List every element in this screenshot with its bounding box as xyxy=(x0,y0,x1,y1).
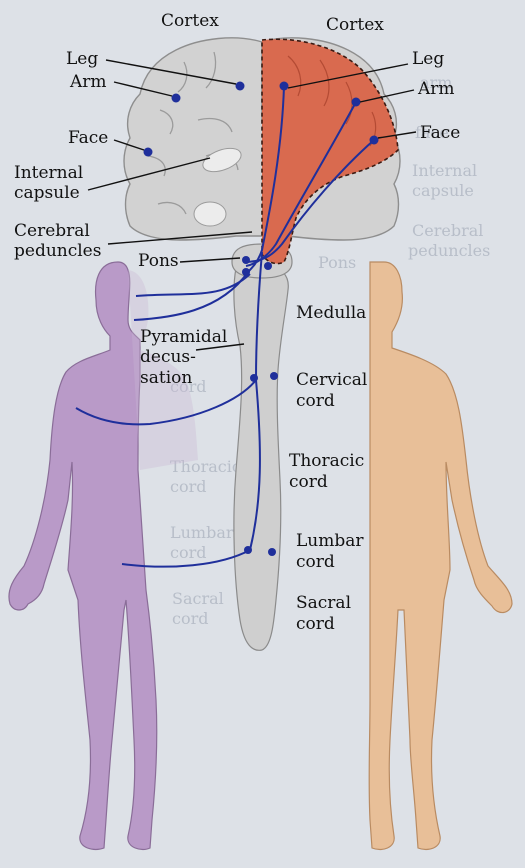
label-arm-left: Arm xyxy=(69,72,107,92)
ghost-label: Lumbar xyxy=(170,523,234,542)
ghost-label: cord xyxy=(170,477,206,496)
tract-arm-cervical xyxy=(75,379,257,426)
label-cerebral-peduncles-1: Cerebral xyxy=(14,221,90,241)
label-thoracic-cord-2: cord xyxy=(289,472,328,492)
label-cortex-left: Cortex xyxy=(161,11,219,31)
label-internal-capsule-1: Internal xyxy=(14,163,83,183)
leader-face-right xyxy=(377,131,417,139)
ghost-label: cord xyxy=(170,377,206,396)
node-cervical-left xyxy=(250,374,258,382)
node-leg-left xyxy=(235,81,245,91)
leader-cerebral-peduncles xyxy=(107,231,253,245)
ghost-label: cord xyxy=(172,609,208,628)
tract-descending-main xyxy=(255,251,263,381)
label-cerebral-peduncles-2: peduncles xyxy=(14,241,101,261)
leader-arm-left xyxy=(113,81,173,97)
basal-ganglia-left xyxy=(193,201,227,227)
label-pyramidal-decussation-1: Pyramidal xyxy=(140,327,227,347)
label-pons: Pons xyxy=(138,251,179,271)
leader-leg-right xyxy=(287,63,409,89)
label-medulla: Medulla xyxy=(296,303,366,323)
label-sacral-cord-2: cord xyxy=(296,614,335,634)
node-cervical-right xyxy=(270,372,278,380)
leader-leg-left xyxy=(105,59,237,85)
tract-nodes xyxy=(143,81,379,556)
label-face-left: Face xyxy=(68,128,108,148)
node-pons-3 xyxy=(264,262,272,270)
ghost-label: face xyxy=(415,123,449,142)
label-cortex-right: Cortex xyxy=(326,15,384,35)
ghost-label: Cerebral xyxy=(412,221,483,240)
ghost-label: arm xyxy=(420,73,452,92)
leader-pons xyxy=(179,257,241,263)
node-pons-2 xyxy=(242,268,250,276)
ghost-label: capsule xyxy=(412,181,474,200)
node-arm-right xyxy=(351,97,361,107)
label-pyramidal-decussation-3: sation xyxy=(140,368,192,388)
label-face-right: Face xyxy=(420,123,460,143)
node-face-right xyxy=(369,135,379,145)
right-body-figure xyxy=(368,261,513,851)
leader-internal-capsule xyxy=(87,157,211,191)
node-leg-right xyxy=(279,81,289,91)
leader-face-left xyxy=(113,139,145,151)
node-lumbar-right xyxy=(268,548,276,556)
node-arm-left xyxy=(171,93,181,103)
ghost-label: cord xyxy=(170,543,206,562)
label-arm-right: Arm xyxy=(417,79,455,99)
label-leg-right: Leg xyxy=(412,49,444,69)
ghost-background-labels: arm face Internal capsule Cerebral pedun… xyxy=(170,73,490,628)
ghost-label: Pons xyxy=(318,253,356,272)
ventricle-left xyxy=(202,147,242,173)
ghost-label: peduncles xyxy=(408,241,490,260)
label-leg-left: Leg xyxy=(66,49,98,69)
left-body-figure xyxy=(8,261,158,851)
label-lumbar-cord-2: cord xyxy=(296,552,335,572)
corticospinal-tracts xyxy=(75,85,375,568)
label-pyramidal-decussation-2: decus- xyxy=(140,347,196,367)
ghost-label: Sacral xyxy=(172,589,224,608)
labels: Cortex Cortex Leg Arm Face Internal caps… xyxy=(14,11,460,634)
node-lumbar-left xyxy=(244,546,252,554)
leader-arm-right xyxy=(359,89,415,103)
label-cervical-cord-1: Cervical xyxy=(296,370,367,390)
label-internal-capsule-2: capsule xyxy=(14,183,80,203)
label-lumbar-cord-1: Lumbar xyxy=(296,531,364,551)
label-cervical-cord-2: cord xyxy=(296,391,335,411)
ghost-label: Internal xyxy=(412,161,477,180)
leader-lines xyxy=(87,59,417,351)
node-pons-1 xyxy=(242,256,250,264)
tract-leg xyxy=(247,85,285,273)
label-sacral-cord-1: Sacral xyxy=(296,593,351,613)
label-thoracic-cord-1: Thoracic xyxy=(289,451,364,471)
tract-face-lower xyxy=(133,271,249,321)
ghost-label: Thoracic xyxy=(170,457,241,476)
node-face-left xyxy=(143,147,153,157)
leader-pyramidal-decussation xyxy=(195,343,245,351)
